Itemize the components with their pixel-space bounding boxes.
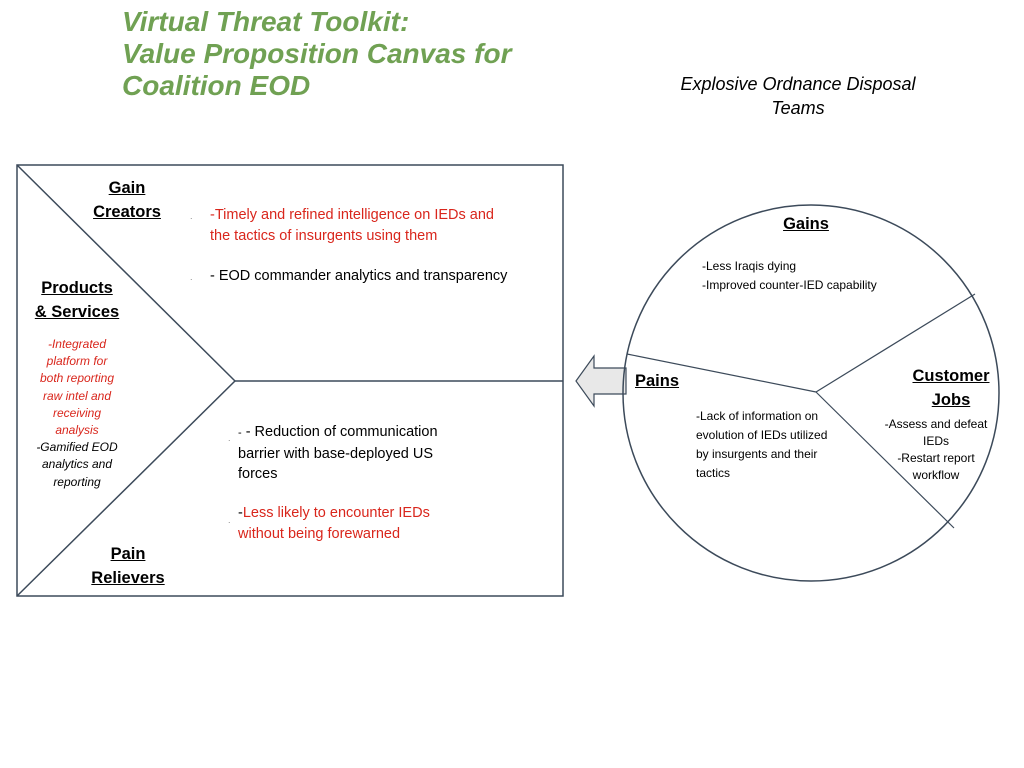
pain-reliever-item-2-line-1: Less likely to encounter IEDs bbox=[242, 505, 430, 521]
pain-reliever-item-2: -Less likely to encounter IEDs without b… bbox=[238, 503, 498, 544]
bullet-marker: . bbox=[190, 272, 193, 282]
pain-reliever-item-1-line-1: - Reduction of communication bbox=[245, 424, 438, 440]
products-services-heading-line-2: & Services bbox=[34, 303, 120, 321]
products-services-line: raw intel and bbox=[42, 388, 112, 403]
pain-relievers-heading-line-2: Relievers bbox=[91, 569, 165, 587]
customer-segment-line-2: Teams bbox=[771, 98, 825, 118]
gain-creators-heading-line-2: Creators bbox=[93, 203, 161, 221]
pains-list: -Lack of information on evolution of IED… bbox=[696, 407, 856, 483]
title-line-2: Value Proposition Canvas for bbox=[122, 38, 512, 69]
products-services-line: reporting bbox=[53, 474, 101, 489]
gain-creators-heading-line-1: Gain bbox=[108, 179, 146, 197]
gain-creator-item-1-line-2: the tactics of insurgents using them bbox=[210, 227, 438, 244]
pains-heading: Pains bbox=[635, 372, 680, 390]
pains-line: tactics bbox=[696, 466, 731, 480]
pain-reliever-item-2-line-2: without being forewarned bbox=[238, 525, 401, 542]
pains-line: evolution of IEDs utilized bbox=[696, 428, 828, 442]
pain-reliever-item-2-dash: - bbox=[238, 505, 243, 521]
customer-jobs-line: workflow bbox=[912, 468, 960, 482]
gains-item: -Less Iraqis dying bbox=[702, 259, 797, 273]
products-services-line: platform for bbox=[46, 354, 108, 369]
canvas-title: Virtual Threat Toolkit: Value Propositio… bbox=[122, 6, 511, 102]
circle-divider-gains bbox=[815, 293, 976, 393]
products-services-line: -Gamified EOD bbox=[36, 440, 118, 455]
customer-jobs-heading-line-2: Jobs bbox=[931, 391, 971, 409]
pain-relievers-heading: Pain Relievers bbox=[82, 542, 174, 590]
products-services-line: analysis bbox=[55, 423, 99, 438]
gain-creator-item-1: -Timely and refined intelligence on IEDs… bbox=[210, 205, 540, 246]
bullet-marker: . bbox=[190, 211, 193, 221]
bullet-marker: . bbox=[228, 515, 231, 525]
customer-jobs-line: -Assess and defeat bbox=[884, 417, 988, 431]
customer-jobs-heading-line-1: Customer bbox=[912, 367, 990, 385]
products-services-heading: Products & Services bbox=[22, 276, 132, 324]
bullet-marker: . bbox=[228, 433, 231, 443]
products-services-line: -Integrated bbox=[47, 337, 107, 351]
fit-arrow-icon bbox=[575, 354, 627, 408]
pain-reliever-item-1-line-2: barrier with base-deployed US bbox=[238, 445, 434, 462]
gain-creator-item-2: - EOD commander analytics and transparen… bbox=[210, 268, 508, 284]
pains-line: -Lack of information on bbox=[696, 409, 819, 423]
value-map-divider-lower bbox=[16, 380, 236, 597]
pain-relievers-heading-line-1: Pain bbox=[110, 545, 146, 563]
value-map-divider-upper bbox=[16, 164, 236, 382]
customer-jobs-heading: Customer Jobs bbox=[896, 364, 1006, 412]
customer-jobs-list: -Assess and defeat IEDs -Restart report … bbox=[876, 416, 996, 484]
circle-divider-pains bbox=[626, 353, 817, 393]
title-line-3: Coalition EOD bbox=[122, 70, 311, 101]
pain-reliever-item-1-dash: - bbox=[238, 427, 242, 439]
gain-creator-item-1-line-1: -Timely and refined intelligence on IEDs… bbox=[210, 207, 494, 223]
customer-profile-circle bbox=[622, 204, 1000, 582]
products-services-heading-line-1: Products bbox=[41, 279, 113, 297]
gains-list: -Less Iraqis dying -Improved counter-IED… bbox=[702, 257, 922, 295]
products-services-line: analytics and bbox=[41, 457, 113, 472]
gains-heading: Gains bbox=[783, 215, 829, 233]
pains-line: by insurgents and their bbox=[696, 447, 818, 461]
customer-segment-label: Explosive Ordnance Disposal Teams bbox=[640, 72, 956, 120]
customer-jobs-line: IEDs bbox=[922, 434, 949, 448]
customer-segment-line-1: Explosive Ordnance Disposal bbox=[680, 74, 916, 94]
gains-item: -Improved counter-IED capability bbox=[702, 278, 877, 292]
customer-jobs-line: -Restart report bbox=[897, 451, 975, 465]
products-services-line: receiving bbox=[52, 405, 102, 420]
products-services-list: -Integrated platform for both reporting … bbox=[22, 336, 132, 491]
pain-reliever-item-1: - - Reduction of communication barrier w… bbox=[238, 422, 478, 485]
products-services-line: both reporting bbox=[39, 371, 115, 386]
pain-reliever-item-1-line-3: forces bbox=[238, 466, 278, 482]
title-line-1: Virtual Threat Toolkit: bbox=[122, 6, 410, 37]
gain-creators-heading: Gain Creators bbox=[82, 176, 172, 224]
circle-divider-jobs bbox=[815, 391, 955, 529]
